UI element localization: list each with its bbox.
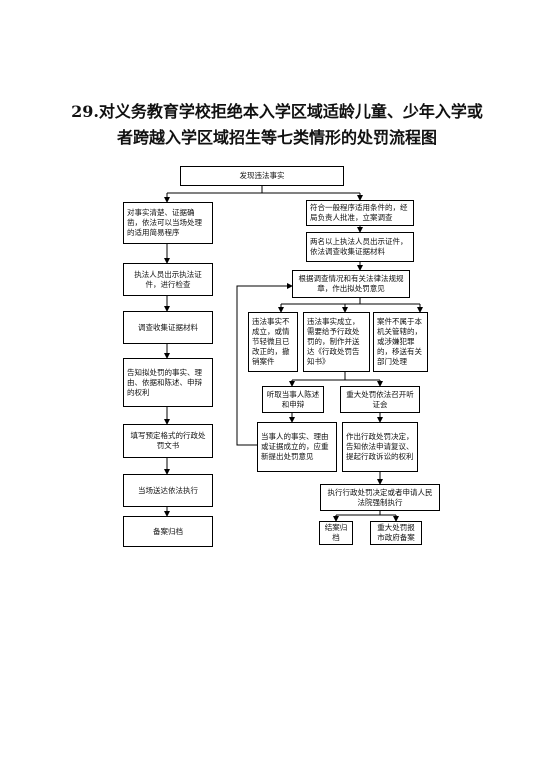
node-file-case: 符合一般程序适用条件的，经局负责人批准，立案调查 <box>306 200 414 226</box>
node-transfer-case: 案件不属于本机关管辖的，或涉嫌犯罪的，移送有关部门处理 <box>373 312 428 372</box>
node-investigate: 两名以上执法人员出示证件，依法调查收集证据材料 <box>306 232 414 262</box>
title-line-2: 者跨越入学区域招生等七类情形的处罚流程图 <box>116 128 437 147</box>
node-penalty-decision: 作出行政处罚决定，告知依法申请复议、提起行政诉讼的权利 <box>342 422 418 472</box>
node-close-archive: 结案归档 <box>319 521 353 545</box>
node-file-archive-left: 备案归档 <box>123 516 213 547</box>
title-line-1: 29.对义务教育学校拒绝本入学区域适龄儿童、少年入学或 <box>71 102 483 121</box>
node-simple-procedure: 对事实清楚、证据确凿，依法可以当场处理的适用简易程序 <box>123 202 213 244</box>
node-notice-of-penalty: 违法事实成立，需要给予行政处罚的，制作并送达《行政处罚告知书》 <box>303 312 370 372</box>
node-report-city: 重大处罚报市政府备案 <box>370 521 422 545</box>
node-notify-rights: 告知拟处罚的事实、理由、依据和陈述、申辩的权利 <box>123 358 213 407</box>
node-deliver-execute: 当场送达依法执行 <box>123 474 213 507</box>
node-discover-violation: 发现违法事实 <box>180 166 344 186</box>
node-hear-statement: 听取当事人陈述和申辩 <box>262 386 324 413</box>
node-draft-penalty: 根据调查情况和有关法律法规规章，作出拟处罚意见 <box>292 270 410 298</box>
node-fill-document: 填写预定格式的行政处罚文书 <box>123 424 213 458</box>
node-cancel-case: 违法事实不成立，或情节轻微且已改正的，撤销案件 <box>248 312 298 372</box>
node-hearing: 重大处罚依法召开听证会 <box>340 386 420 413</box>
node-collect-evidence: 调查收集证据材料 <box>123 311 213 344</box>
node-reissue-opinion: 当事人的事实、理由或证据成立的，应重新提出处罚意见 <box>257 422 337 472</box>
node-show-credentials: 执法人员出示执法证件，进行检查 <box>123 263 213 296</box>
node-enforce: 执行行政处罚决定或者申请人民法院强制执行 <box>320 484 440 511</box>
